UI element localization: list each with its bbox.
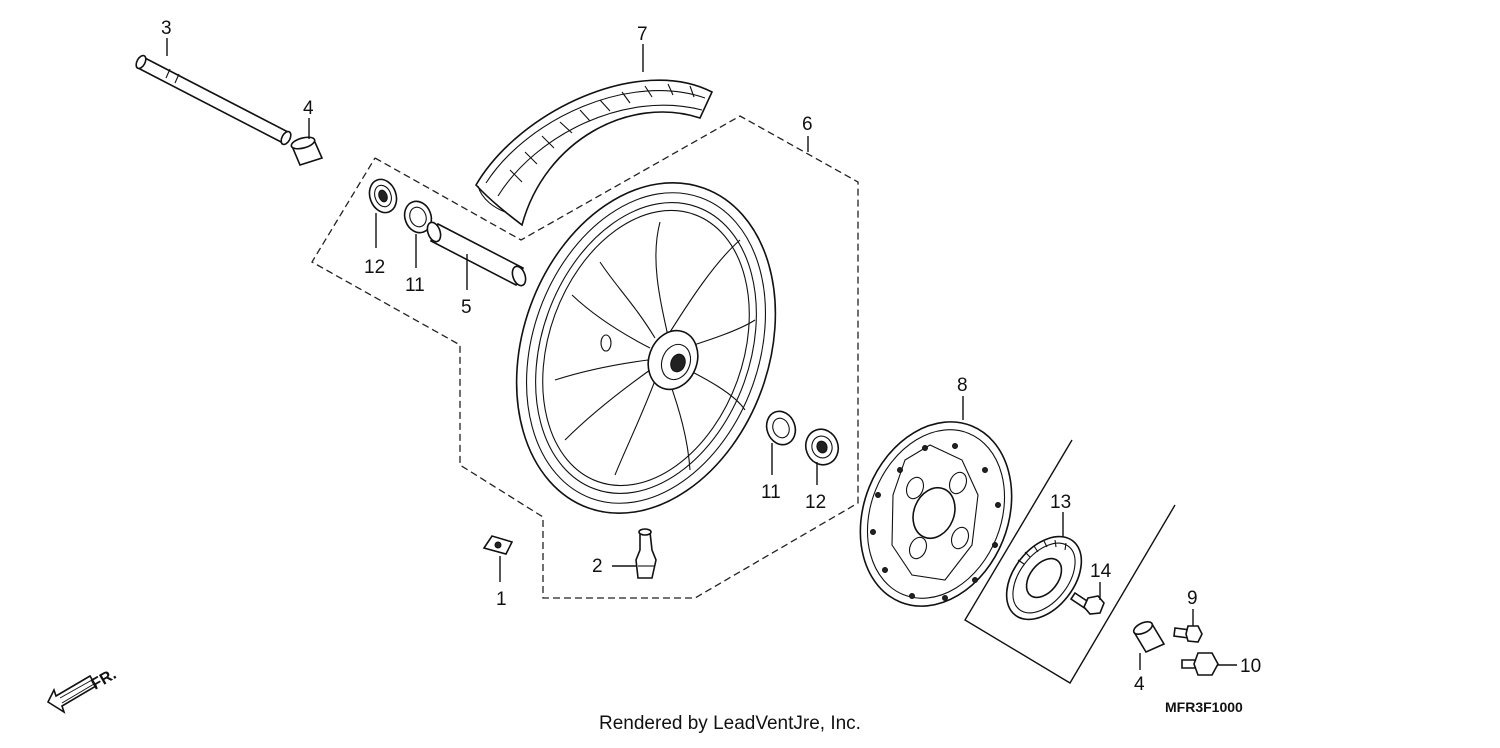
pulser-bracket-outline: [964, 439, 1176, 684]
bearing-part-left: [368, 178, 398, 214]
axle-collar-part-right: [1132, 621, 1166, 654]
callout-4-top: 4: [303, 98, 314, 119]
callout-12-right: 12: [805, 492, 826, 513]
callout-13: 13: [1050, 492, 1071, 513]
balance-weight-part: [482, 535, 514, 555]
distance-collar-part: [426, 221, 527, 287]
callout-9: 9: [1187, 588, 1198, 609]
callout-2: 2: [592, 556, 603, 577]
callout-14: 14: [1090, 561, 1112, 582]
callout-4-bottom: 4: [1134, 674, 1145, 695]
callout-5: 5: [461, 297, 472, 318]
bearing-part-right: [804, 428, 840, 466]
brake-disc-part: [859, 421, 1013, 607]
callout-11-left: 11: [405, 275, 425, 296]
callout-3: 3: [161, 18, 172, 39]
front-direction-label: FR.: [89, 666, 120, 694]
front-direction-arrow-icon: [46, 674, 98, 714]
axle-pinch-bolt-part: [1181, 652, 1219, 676]
callout-1: 1: [496, 589, 507, 610]
callout-6: 6: [802, 114, 813, 135]
axle-collar-part: [290, 136, 324, 166]
wheel-assembly-outline: [311, 115, 859, 599]
cast-wheel-part: [515, 182, 777, 514]
leader-lines: [166, 38, 1237, 670]
pulser-ring-part: [1005, 535, 1083, 621]
render-credit: Rendered by LeadVentJre, Inc.: [599, 713, 861, 734]
seal-part-right: [765, 410, 797, 446]
drawing-code: MFR3F1000: [1165, 699, 1243, 715]
callout-7: 7: [637, 24, 648, 45]
disc-bolt-part: [1173, 625, 1203, 643]
seal-part-left: [403, 200, 433, 234]
pulser-bolt-part: [1069, 591, 1105, 615]
callout-10: 10: [1240, 656, 1261, 677]
tire-part: [475, 79, 714, 227]
valve-stem-part: [635, 528, 657, 579]
callout-12-left: 12: [364, 257, 385, 278]
callout-8: 8: [957, 375, 968, 396]
front-axle-part: [135, 54, 292, 146]
callout-11-right: 11: [761, 482, 781, 503]
